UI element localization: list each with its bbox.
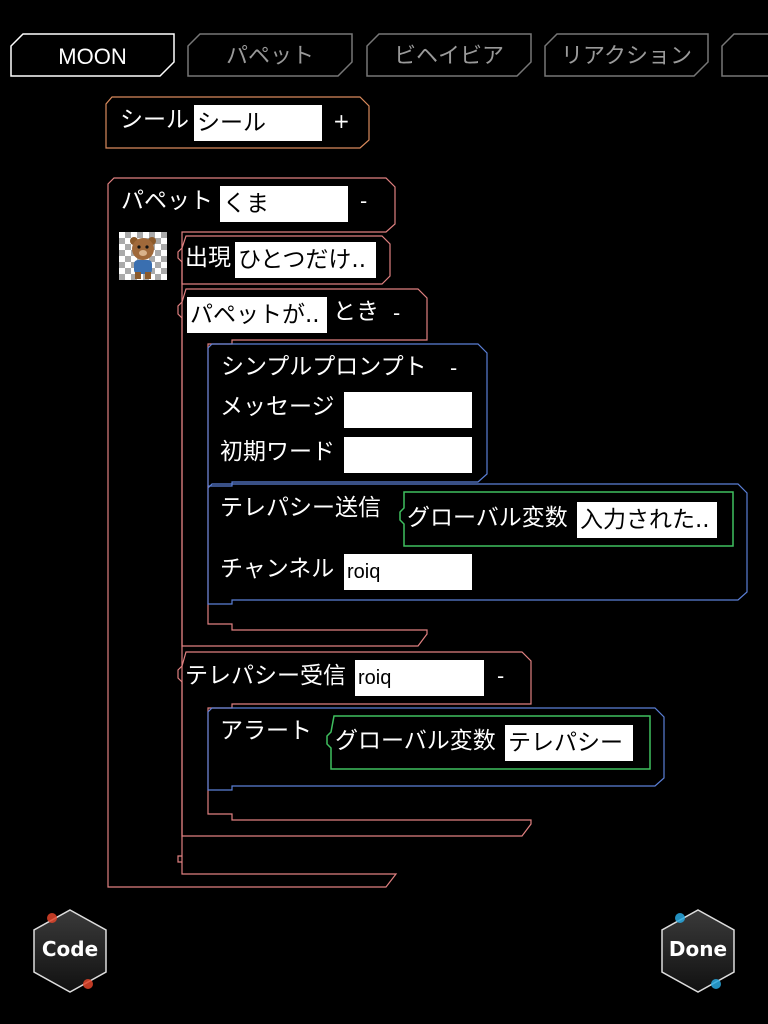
- telepathy-receive-collapse-button[interactable]: -: [497, 664, 505, 688]
- done-button[interactable]: Done: [658, 906, 738, 996]
- appear-mode-select[interactable]: ひとつだけ..: [235, 242, 376, 278]
- prompt-message-label: メッセージ: [220, 394, 335, 420]
- tab-behavior[interactable]: ビヘイビア: [393, 44, 504, 69]
- seal-block-label: シール: [120, 107, 189, 133]
- alert-block-label: アラート: [220, 718, 312, 744]
- puppet-name-input[interactable]: くま: [220, 186, 348, 222]
- telepathy-channel-label: チャンネル: [220, 556, 335, 582]
- code-button[interactable]: Code: [30, 906, 110, 996]
- send-global-variable-label: グローバル変数: [407, 505, 568, 531]
- prompt-initial-word-input[interactable]: [344, 437, 472, 473]
- telepathy-channel-input[interactable]: roiq: [344, 554, 472, 590]
- alert-global-variable-label: グローバル変数: [335, 728, 496, 754]
- prompt-initial-word-label: 初期ワード: [220, 439, 335, 465]
- send-global-variable-select[interactable]: 入力された..: [577, 502, 717, 538]
- done-button-label: Done: [668, 937, 728, 961]
- code-button-label: Code: [41, 937, 99, 961]
- prompt-block-label: シンプルプロンプト: [221, 354, 427, 380]
- alert-global-variable-select[interactable]: テレパシー: [505, 725, 633, 761]
- seal-name-input[interactable]: シール: [194, 105, 322, 141]
- telepathy-receive-channel-input[interactable]: roiq: [355, 660, 484, 696]
- when-trigger-select[interactable]: パペットが..: [187, 297, 327, 333]
- prompt-collapse-button[interactable]: -: [450, 356, 458, 380]
- prompt-message-input[interactable]: [344, 392, 472, 428]
- puppet-block-label: パペット: [121, 188, 213, 214]
- when-block-label: とき: [333, 299, 379, 325]
- bear-puppet-icon[interactable]: [119, 232, 167, 280]
- tab-more[interactable]: [722, 34, 768, 76]
- tab-puppet[interactable]: パペット: [225, 44, 314, 69]
- puppet-collapse-button[interactable]: -: [360, 189, 368, 213]
- done-hex-icon: [661, 909, 735, 993]
- code-hex-icon: [33, 909, 107, 993]
- when-collapse-button[interactable]: -: [393, 301, 401, 325]
- telepathy-send-label: テレパシー送信: [220, 495, 381, 521]
- telepathy-receive-label: テレパシー受信: [185, 663, 346, 689]
- tab-moon[interactable]: MOON: [58, 44, 127, 69]
- seal-add-button[interactable]: +: [333, 109, 350, 133]
- tab-reaction[interactable]: リアクション: [561, 44, 692, 69]
- appear-block-label: 出現: [185, 245, 231, 271]
- tab-bar: [10, 33, 768, 77]
